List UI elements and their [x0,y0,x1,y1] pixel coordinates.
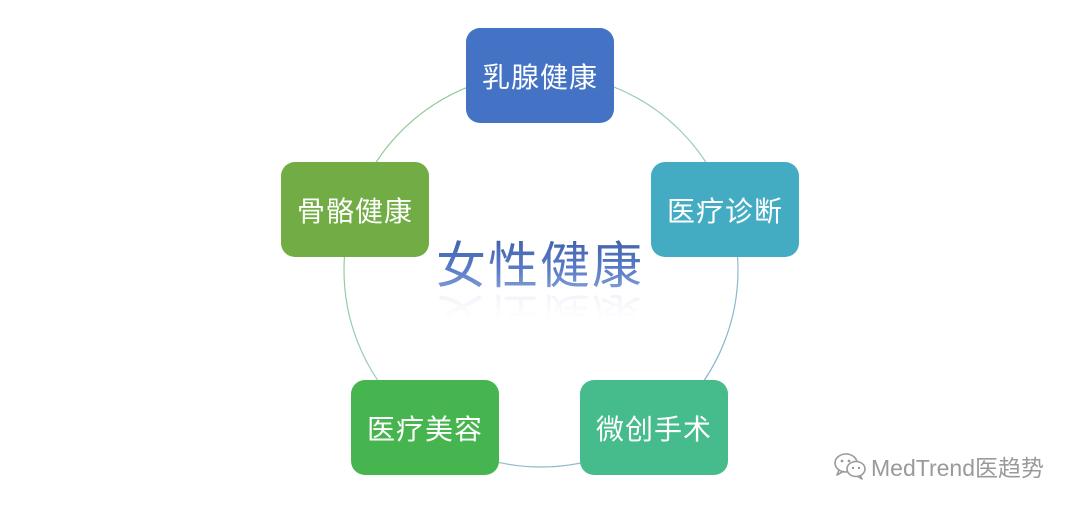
node-label: 乳腺健康 [481,60,598,94]
watermark-text: MedTrend医趋势 [871,455,1044,481]
node-label: 微创手术 [595,412,712,446]
node-medical-diagnosis: 医疗诊断 [651,162,799,257]
node-minimally-invasive-surgery: 微创手术 [580,380,728,475]
watermark: MedTrend医趋势 [833,449,1044,483]
node-medical-aesthetics: 医疗美容 [351,380,499,475]
node-label: 医疗诊断 [666,194,783,228]
node-bone-health: 骨骼健康 [281,162,429,257]
center-title: 女性健康 [380,236,700,296]
wechat-icon [834,453,866,480]
node-label: 骨骼健康 [296,194,413,228]
node-label: 医疗美容 [366,412,483,446]
node-breast-health: 乳腺健康 [466,28,614,123]
